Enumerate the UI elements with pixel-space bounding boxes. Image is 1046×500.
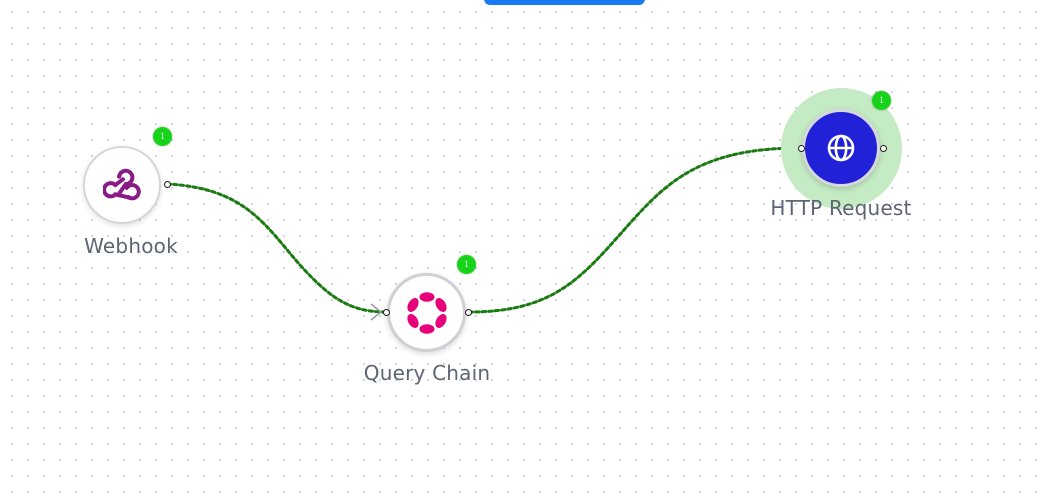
- globe-icon: [827, 134, 855, 162]
- query-chain-run-count-badge: 1: [457, 255, 476, 274]
- node-query-chain-circle[interactable]: [387, 273, 466, 352]
- edge-webhook-to-query-chain[interactable]: [165, 182, 388, 314]
- webhook-output-port[interactable]: [164, 181, 171, 188]
- query-chain-label: Query Chain: [363, 361, 491, 385]
- webhook-label: Webhook: [84, 234, 178, 258]
- http-request-label: HTTP Request: [770, 196, 912, 220]
- node-webhook-circle[interactable]: [83, 146, 161, 224]
- query-chain-icon: [406, 291, 447, 334]
- http-request-output-port[interactable]: [880, 145, 887, 152]
- http-request-run-count-badge: 1: [872, 91, 891, 110]
- http-request-input-port[interactable]: [798, 145, 805, 152]
- query-chain-output-port[interactable]: [465, 309, 472, 316]
- top-action-button[interactable]: [484, 0, 645, 5]
- webhook-run-count-badge: 1: [153, 127, 172, 146]
- node-http-request-circle[interactable]: [802, 109, 880, 187]
- edge-query-chain-to-http-request[interactable]: [467, 146, 802, 314]
- edge-arrow-icon: [370, 303, 383, 321]
- webhook-icon: [103, 168, 141, 201]
- query-chain-input-port[interactable]: [383, 309, 390, 316]
